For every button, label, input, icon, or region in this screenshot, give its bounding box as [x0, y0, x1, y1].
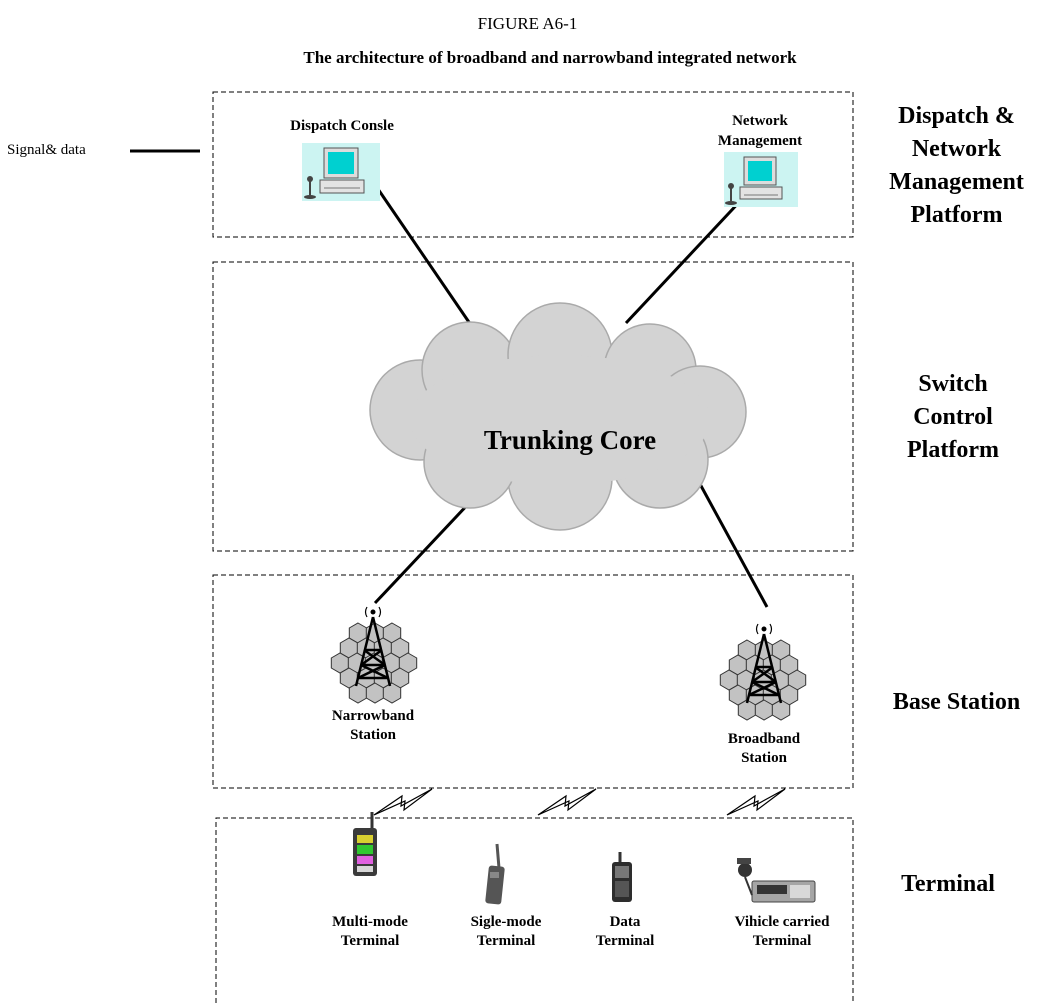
- dispatch-platform-label: Dispatch & Network Management Platform: [858, 100, 1055, 232]
- multi-mode-terminal-icon: [353, 812, 377, 876]
- broadband-station-label: Broadband Station: [684, 730, 844, 768]
- switch-platform-label: Switch Control Platform: [858, 368, 1048, 467]
- data-terminal-icon: [612, 852, 632, 902]
- dispatch-platform-label-line: Dispatch &: [898, 103, 1015, 129]
- wireless-link-icon: [537, 788, 597, 816]
- base-station-layer-label: Base Station: [892, 689, 1021, 715]
- legend-label: Signal& data: [7, 142, 86, 158]
- terminal-label-line: Terminal: [340, 933, 400, 949]
- terminal-label: Vihicle carried Terminal: [702, 913, 862, 951]
- network-management-label-line: Management: [717, 133, 803, 149]
- figure-title: The architecture of broadband and narrow…: [303, 48, 797, 67]
- switch-platform-label-line: Control: [913, 404, 993, 430]
- network-management-label: Network Management: [680, 111, 840, 151]
- dispatch-console-label: Dispatch Consle: [290, 118, 394, 134]
- dispatch-platform-box: [212, 91, 854, 238]
- link-console-core: [363, 169, 490, 351]
- base-station-box: [212, 574, 854, 789]
- switch-platform-label-line: Switch: [918, 371, 988, 397]
- figure-number: FIGURE A6-1: [477, 14, 578, 33]
- terminal-label: Data Terminal: [555, 913, 695, 951]
- terminal-label-line: Terminal: [595, 933, 655, 949]
- switch-platform-label-line: Platform: [907, 437, 999, 463]
- single-mode-terminal-icon: [485, 843, 505, 905]
- vehicle-terminal-icon: [737, 858, 816, 903]
- narrowband-station-label-line: Station: [350, 727, 396, 743]
- network-management-computer-icon: [724, 152, 798, 207]
- wireless-link-icon: [726, 788, 786, 816]
- switch-platform-box: [212, 261, 854, 552]
- terminal-label: Multi-mode Terminal: [300, 913, 440, 951]
- link-netmgmt-core: [624, 195, 746, 325]
- narrowband-station-label: Narrowband Station: [293, 707, 453, 745]
- terminal-label-line: Terminal: [752, 933, 812, 949]
- broadband-station-icon: [719, 623, 807, 721]
- narrowband-station-icon: [330, 606, 418, 704]
- terminal-label-line: Sigle-mode: [470, 914, 542, 930]
- trunking-core-label: Trunking Core: [483, 425, 657, 455]
- trunking-core-cloud: [369, 302, 747, 531]
- dispatch-platform-label-line: Network: [911, 136, 1002, 162]
- broadband-station-label-line: Broadband: [727, 731, 801, 747]
- terminal-label: Sigle-mode Terminal: [436, 913, 576, 951]
- network-management-label-line: Network: [732, 113, 788, 129]
- link-core-broadband: [698, 483, 769, 608]
- terminal-layer-label: Terminal: [901, 871, 995, 897]
- terminal-label-line: Terminal: [476, 933, 536, 949]
- dispatch-platform-label-line: Platform: [910, 202, 1003, 228]
- broadband-station-label-line: Station: [741, 750, 787, 766]
- wireless-link-icon: [373, 788, 433, 816]
- terminal-box: [215, 817, 854, 1003]
- terminal-label-line: Data: [609, 914, 641, 930]
- link-core-narrowband: [373, 498, 474, 605]
- dispatch-console-computer-icon: [302, 143, 380, 201]
- narrowband-station-label-line: Narrowband: [331, 708, 415, 724]
- terminal-label-line: Vihicle carried: [734, 914, 830, 930]
- terminal-label-line: Multi-mode: [332, 914, 408, 930]
- dispatch-platform-label-line: Management: [889, 169, 1024, 195]
